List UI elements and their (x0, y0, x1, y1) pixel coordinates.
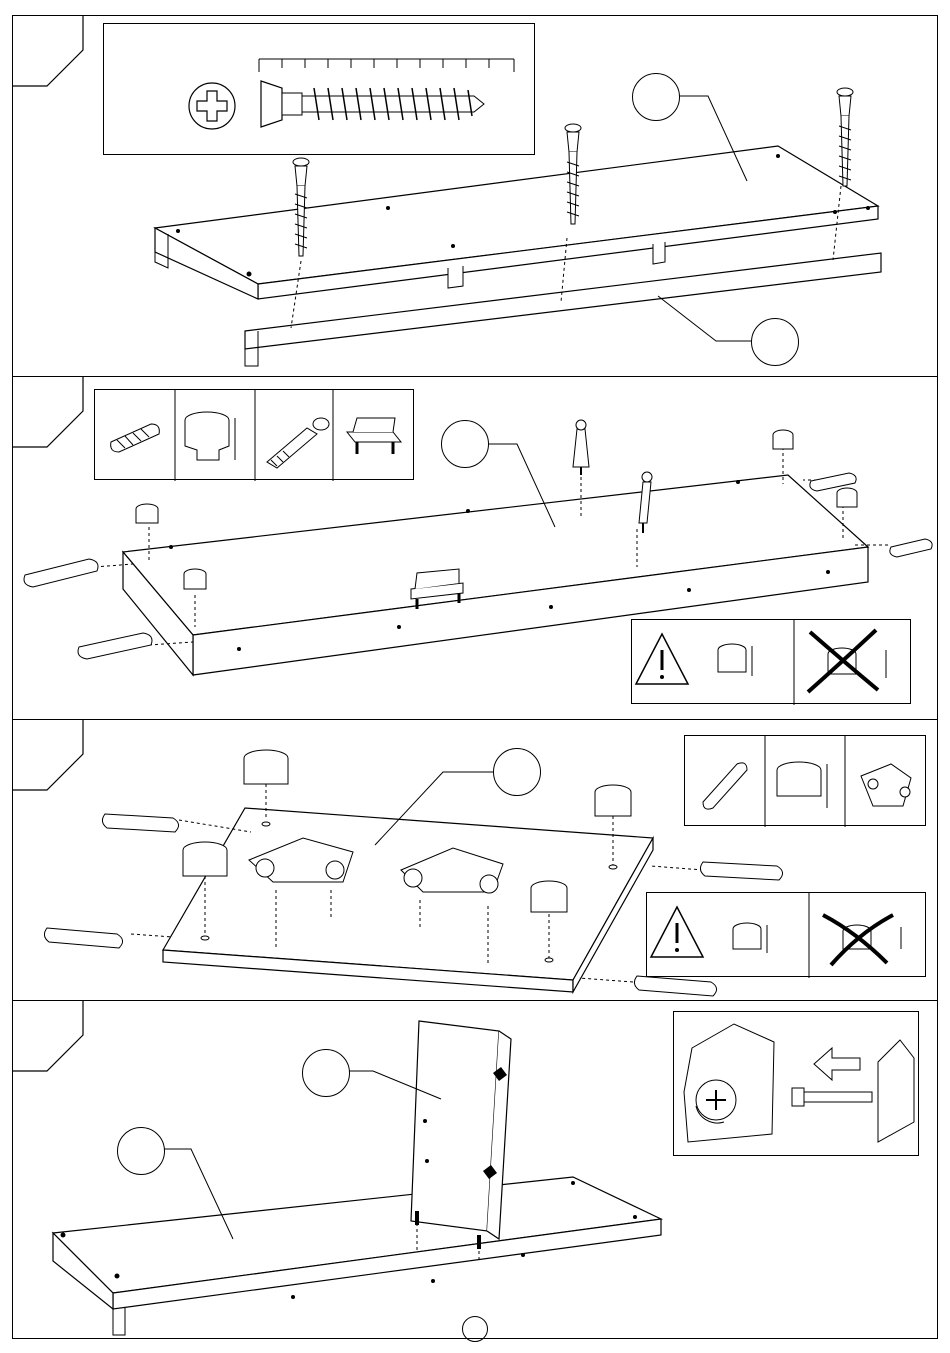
cam-lock-wrong-icon (823, 915, 901, 965)
dowel-icon (24, 559, 98, 587)
cam-bolt-icon (573, 420, 589, 475)
warning-box-cam-orientation (631, 619, 911, 704)
cam-lock-icon (837, 488, 857, 507)
part-callout-circle (632, 73, 680, 121)
warning-box-cam-orientation (646, 892, 926, 977)
dowel-icon (700, 862, 782, 880)
cam-lock-icon (595, 785, 631, 816)
cam-lock-icon (733, 923, 767, 953)
cam-lock-icon (531, 881, 567, 912)
step-3 (13, 720, 937, 1001)
cam-lock-icon (773, 430, 793, 449)
cam-lock-icon (244, 750, 288, 784)
warning-triangle-icon (636, 634, 688, 684)
part-callout-circle (751, 318, 799, 366)
cam-lock-icon (718, 644, 752, 676)
page-number (462, 1316, 488, 1342)
instruction-page (12, 15, 938, 1339)
part-callout-circle (441, 420, 489, 468)
dowel-icon (44, 928, 122, 948)
step-1 (13, 16, 937, 377)
cam-lock-icon (183, 842, 227, 876)
cam-lock-wrong-icon (808, 630, 886, 692)
screw-icon (837, 88, 853, 186)
dowel-icon (102, 814, 178, 832)
cam-lock-icon (136, 504, 158, 523)
warning-drawing (647, 893, 927, 978)
part-callout-circle (117, 1127, 165, 1175)
part-callout-circle (302, 1049, 350, 1097)
warning-drawing (632, 620, 912, 705)
dowel-icon (78, 633, 152, 659)
step-4 (13, 1001, 937, 1340)
dowel-icon (890, 539, 932, 557)
step-2 (13, 377, 937, 720)
dowel-icon (634, 976, 716, 996)
cam-lock-icon (184, 569, 206, 589)
part-callout-circle (493, 748, 541, 796)
warning-triangle-icon (651, 907, 703, 957)
step-1-assembly-drawing (13, 16, 939, 377)
